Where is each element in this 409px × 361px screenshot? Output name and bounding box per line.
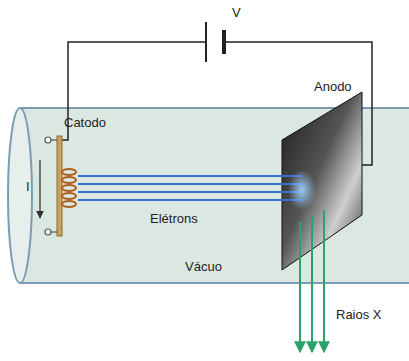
- electron-beam: [78, 176, 302, 200]
- current-arrow: [39, 160, 40, 218]
- part-label: Catodo: [64, 116, 106, 131]
- region-label: Vácuo: [185, 260, 222, 275]
- part-label: Anodo: [312, 80, 354, 95]
- x-ray-beams: [300, 210, 324, 352]
- beam-label: Elétrons: [150, 212, 198, 227]
- impact-glow: [288, 170, 316, 210]
- anode-plate: [282, 92, 362, 270]
- cathode-filament: [45, 136, 76, 236]
- current-label: I: [26, 180, 30, 195]
- voltage-label: V: [232, 6, 241, 21]
- radiation-label: Raios X: [336, 308, 382, 323]
- battery-symbol: [206, 22, 224, 62]
